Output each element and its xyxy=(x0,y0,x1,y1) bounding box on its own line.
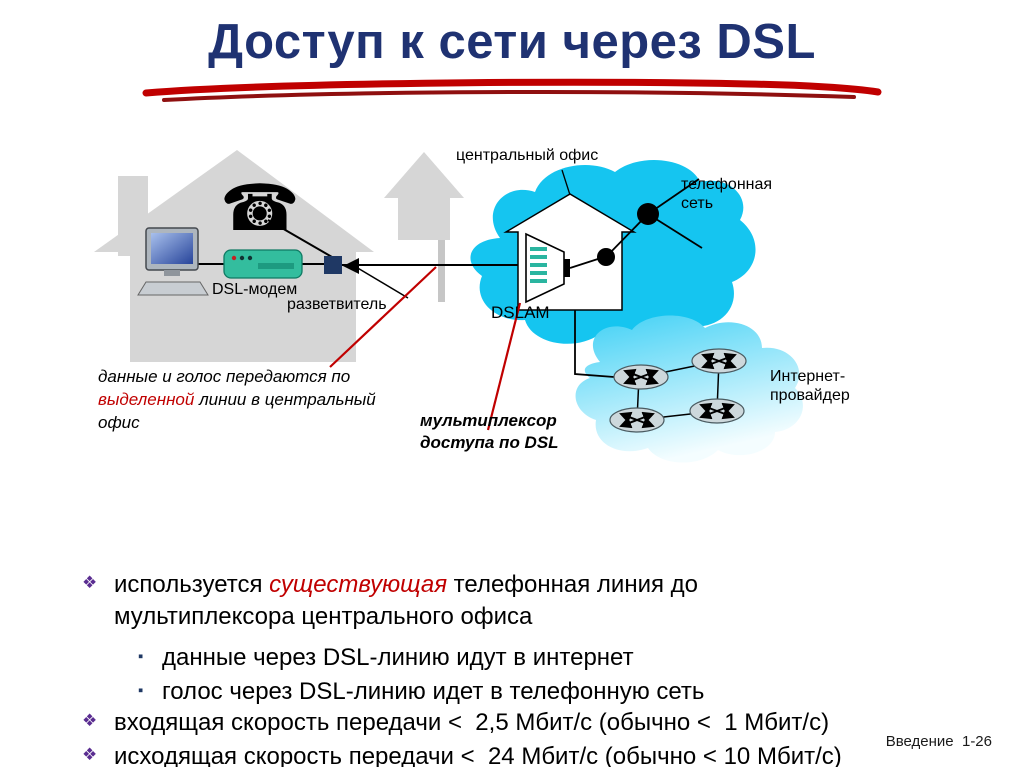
wire-phone-splitter xyxy=(267,219,333,258)
network-node xyxy=(597,248,615,266)
bullet-text: данные через DSL-линию идут в интернет xyxy=(162,644,634,671)
central-office-label: центральный офис xyxy=(456,147,599,164)
computer-icon xyxy=(137,227,209,296)
square-bullet-icon: ▪ xyxy=(138,648,144,665)
dslam-label: DSLAM xyxy=(491,303,550,322)
central-office-label-line xyxy=(561,169,571,196)
bullet-text-pre: используется xyxy=(114,571,270,598)
house-roof xyxy=(94,150,374,252)
dslam-stripes xyxy=(530,247,547,283)
co-to-isp-line xyxy=(574,310,615,378)
bullet-text-em: существующая xyxy=(269,571,448,598)
mux-label: мультиплексор доступа по DSL xyxy=(420,411,559,453)
annotation-text-post: линии в центральный офис xyxy=(98,389,376,432)
phone-lines xyxy=(198,219,519,266)
dsl-network-diagram: ☎ xyxy=(94,150,803,463)
isp-cloud xyxy=(575,315,803,463)
router-icon xyxy=(690,399,744,423)
diamond-bullet-icon: ❖ xyxy=(82,711,98,730)
bullet-text: голос через DSL-линию идет в телефонную … xyxy=(162,678,705,705)
keyboard-icon xyxy=(137,281,209,296)
monitor-stand xyxy=(164,270,180,276)
bullet-text: используется существующая телефонная лин… xyxy=(114,569,814,633)
splitter-icon xyxy=(324,256,342,274)
bullet-text: исходящая скорость передачи < 24 Мбит/с … xyxy=(114,743,842,767)
annotation-text-highlight: выделенной xyxy=(98,389,195,409)
central-office-drop-line xyxy=(438,240,445,302)
diamond-bullet-icon: ❖ xyxy=(82,573,98,592)
title-underline-stroke-2 xyxy=(162,89,856,102)
splitter-arrowhead xyxy=(343,258,359,274)
splitter-pointer-line xyxy=(355,266,409,299)
central-office-small-house xyxy=(384,152,464,240)
dsl-modem-icon xyxy=(223,249,303,279)
router-icon xyxy=(614,365,668,389)
bullet-upstream-rate: ❖ исходящая скорость передачи < 24 Мбит/… xyxy=(82,741,842,767)
dedicated-line-annotation: данные и голос передаются по выделенной … xyxy=(98,366,388,435)
title-underline-stroke xyxy=(142,78,882,97)
router-icon xyxy=(692,349,746,373)
monitor-screen xyxy=(151,233,193,264)
network-node xyxy=(637,203,659,225)
bullet-downstream-rate: ❖ входящая скорость передачи < 2,5 Мбит/… xyxy=(82,707,829,739)
red-pointer-dedicated-line xyxy=(329,266,437,368)
square-bullet-icon: ▪ xyxy=(138,682,144,699)
title-underline xyxy=(142,78,882,102)
slide-title: Доступ к сети через DSL xyxy=(208,15,816,69)
red-pointer-mux xyxy=(486,302,522,431)
annotation-text-pre: данные и голос передаются по xyxy=(98,367,351,386)
dslam-icon xyxy=(525,232,570,304)
bullet-text: входящая скорость передачи < 2,5 Мбит/с … xyxy=(114,709,830,736)
slide-footer-page-number: Введение 1-26 xyxy=(885,733,992,750)
bullet-data-to-internet: ▪ данные через DSL-линию идут в интернет xyxy=(138,642,634,674)
phone-network-label: телефонная сеть xyxy=(681,176,773,212)
bullet-voice-to-phone-net: ▪ голос через DSL-линию идет в телефонну… xyxy=(138,676,704,708)
bullet-text-post: телефонная линия до мультиплексора центр… xyxy=(114,571,699,630)
telephone-icon: ☎ xyxy=(220,172,300,246)
router-icon xyxy=(610,408,664,432)
dsl-modem-label: DSL-модем xyxy=(212,281,298,298)
bullet-existing-phone-line: ❖ используется существующая телефонная л… xyxy=(82,569,814,633)
diamond-bullet-icon: ❖ xyxy=(82,745,98,764)
isp-label: Интернет- провайдер xyxy=(770,368,850,404)
splitter-label: разветвитель xyxy=(287,296,387,313)
